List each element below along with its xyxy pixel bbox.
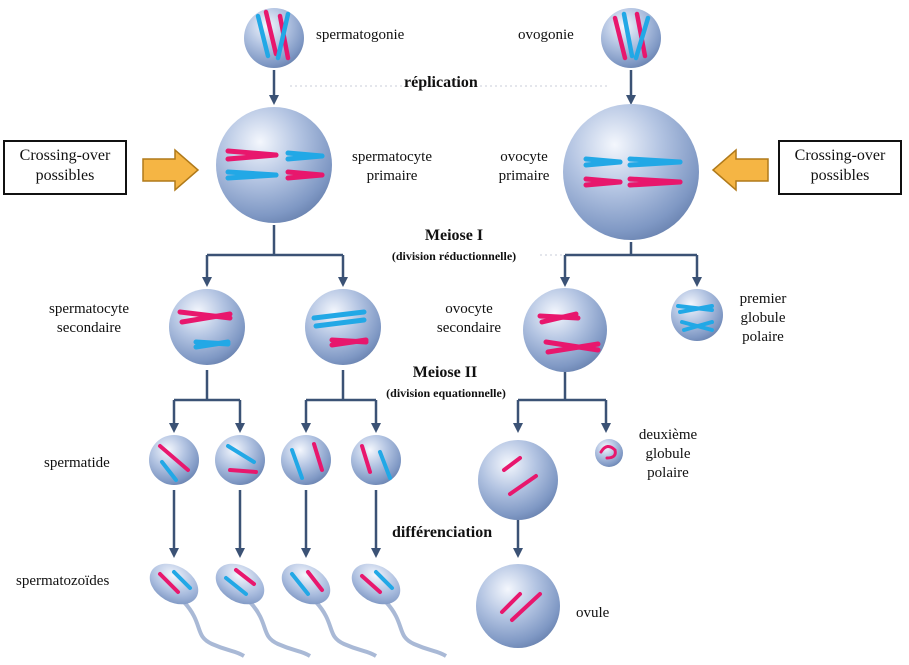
cell-spermatocyte-primaire (216, 107, 332, 223)
spermatozoide-1 (149, 563, 246, 658)
crossing-arrow-left-icon (711, 148, 769, 192)
label-differenciation: différenciation (392, 524, 493, 541)
crossing-right-line2: possibles (810, 167, 870, 184)
cell-spermatide-3 (281, 435, 331, 485)
cells (149, 8, 723, 648)
label-meiose-2-sub: (division equationnelle) (386, 386, 506, 400)
cell-premier-globule-polaire (671, 289, 723, 341)
cell-spermatide-2 (215, 435, 265, 485)
label-meiose-2: Meiose II (412, 364, 478, 381)
crossing-arrows (142, 148, 769, 192)
label-meiose-1: Meiose I (424, 227, 484, 244)
label-ovocyte-primaire: ovocyte primaire (498, 149, 550, 184)
label-deuxieme-globule-polaire: deuxième globule polaire (638, 427, 698, 481)
label-ovocyte-secondaire: ovocyte secondaire (436, 301, 502, 336)
crossing-over-box-right: Crossing-over possibles (778, 140, 902, 195)
spermatozoide-2 (215, 563, 312, 658)
label-ovogonie: ovogonie (518, 27, 574, 43)
label-replication: réplication (404, 74, 478, 91)
cell-spermatocyte-secondaire-2 (305, 289, 381, 365)
crossing-over-box-left: Crossing-over possibles (3, 140, 127, 195)
label-spermatozoides: spermatozoïdes (16, 573, 110, 589)
spermatozoide-4 (351, 563, 448, 658)
cell-ovocyte-secondaire (523, 288, 607, 372)
label-meiose-1-sub: (division réductionnelle) (391, 249, 517, 263)
cell-ovocyte-primaire (563, 104, 699, 240)
spermatozoide-3 (281, 563, 378, 658)
cell-spermatocyte-secondaire-1 (169, 289, 245, 365)
label-spermatocyte-secondaire: spermatocyte secondaire (49, 301, 129, 336)
label-ovule: ovule (576, 605, 610, 621)
cell-ovule (476, 564, 560, 648)
cell-spermatide-4 (351, 435, 401, 485)
crossing-arrow-right-icon (142, 148, 200, 192)
cell-ovotide (478, 440, 558, 520)
label-spermatide: spermatide (44, 455, 110, 471)
cell-deuxieme-globule-polaire (595, 439, 623, 467)
label-premier-globule-polaire: premier globule polaire (739, 291, 787, 345)
crossing-right-line1: Crossing-over (794, 147, 886, 164)
label-spermatocyte-primaire: spermatocyte primaire (352, 149, 432, 184)
cell-ovogonie (601, 8, 661, 68)
crossing-left-line2: possibles (35, 167, 95, 184)
label-spermatogonie: spermatogonie (316, 27, 405, 43)
spermatozoides-group (149, 563, 448, 658)
crossing-left-line1: Crossing-over (19, 147, 111, 164)
connector-lines (169, 70, 702, 558)
